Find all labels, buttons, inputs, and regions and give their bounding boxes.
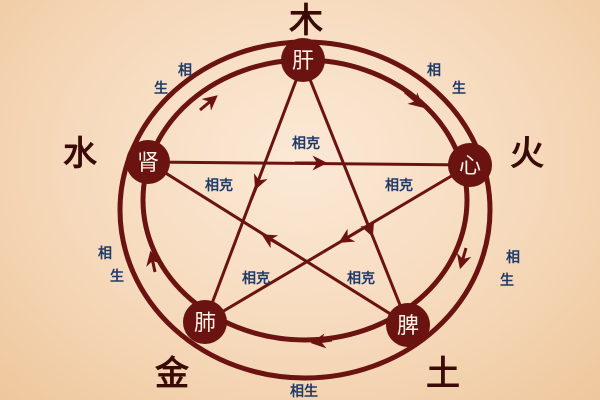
element-earth: 土 xyxy=(426,354,460,394)
arrow-gen-liver-heart xyxy=(404,90,424,108)
arrow-gen-heart-spleen xyxy=(456,247,472,270)
organ-liver: 肝 xyxy=(292,49,314,74)
node-spleen xyxy=(386,303,430,347)
arrow-heart-lung xyxy=(338,225,366,243)
arrow-lung-liver xyxy=(249,173,268,201)
gen-label-3-top: 相 xyxy=(506,249,520,266)
ctrl-label-4: 相克 xyxy=(242,270,270,287)
organ-lung: 肺 xyxy=(194,311,216,336)
outer-ring xyxy=(117,39,493,381)
gen-label-1-bottom: 生 xyxy=(154,80,168,97)
node-liver xyxy=(281,38,325,82)
gen-label-4-top: 相 xyxy=(98,245,112,262)
gen-label-4-bottom: 生 xyxy=(110,268,124,285)
gen-label-2-top: 相 xyxy=(427,62,441,79)
gen-label-2-bottom: 生 xyxy=(452,80,466,97)
gen-label-5: 相生 xyxy=(290,383,318,400)
arrow-gen-spleen-lung xyxy=(310,333,333,349)
gen-label-3-bottom: 生 xyxy=(500,272,514,289)
organ-kidney: 肾 xyxy=(137,151,159,176)
node-lung xyxy=(183,300,227,344)
ctrl-label-2: 相克 xyxy=(205,177,233,194)
element-wood: 木 xyxy=(288,1,323,41)
node-kidney xyxy=(126,140,170,184)
line-liver-spleen xyxy=(301,61,410,326)
ctrl-label-5: 相克 xyxy=(347,270,375,287)
arrow-gen-lung-kidney xyxy=(146,250,161,273)
gen-label-1-top: 相 xyxy=(178,62,192,79)
element-water: 水 xyxy=(63,134,98,174)
organ-spleen: 脾 xyxy=(397,314,419,339)
element-fire: 火 xyxy=(510,134,544,174)
element-metal: 金 xyxy=(154,354,190,394)
ctrl-label-3: 相克 xyxy=(385,177,413,194)
ctrl-label-1: 相克 xyxy=(292,135,320,152)
node-heart xyxy=(448,143,492,187)
arrow-gen-kidney-liver xyxy=(199,95,218,112)
arrow-spleen-kidney xyxy=(261,234,286,250)
organ-heart: 心 xyxy=(459,154,481,179)
arrow-liver-spleen xyxy=(360,209,375,237)
line-lung-heart xyxy=(204,163,471,324)
